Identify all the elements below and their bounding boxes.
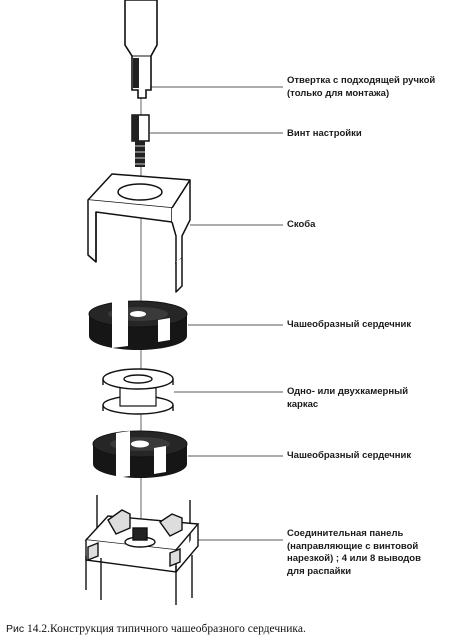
bobbin-illustration <box>102 368 174 415</box>
upper-cup-core-illustration <box>88 300 188 350</box>
label-bracket: Скоба <box>287 219 316 230</box>
leader-lines <box>150 86 283 541</box>
figure-caption: Рис 14.2.Конструкция типичного чашеобраз… <box>6 623 306 635</box>
label-lower-cup-core: Чашеобразный сердечник <box>287 450 412 461</box>
label-bobbin: Одно- или двухкамерный каркас <box>287 386 409 410</box>
caption-text: 14.2.Конструкция типичного чашеобразного… <box>27 623 306 635</box>
label-screwdriver: Отвертка с подходящей ручкой (только для… <box>287 75 436 99</box>
label-connection-panel: Соединительная панель (направляющие с ви… <box>287 528 421 577</box>
screwdriver-illustration <box>124 0 158 99</box>
lower-cup-core-illustration <box>92 430 188 478</box>
bracket-illustration <box>87 173 191 293</box>
caption-prefix: Рис <box>6 623 25 635</box>
connection-panel-illustration <box>84 495 200 605</box>
adjusting-screw-illustration <box>131 114 150 167</box>
label-upper-cup-core: Чашеобразный сердечник <box>287 319 412 330</box>
label-adjusting-screw: Винт настройки <box>287 128 362 139</box>
